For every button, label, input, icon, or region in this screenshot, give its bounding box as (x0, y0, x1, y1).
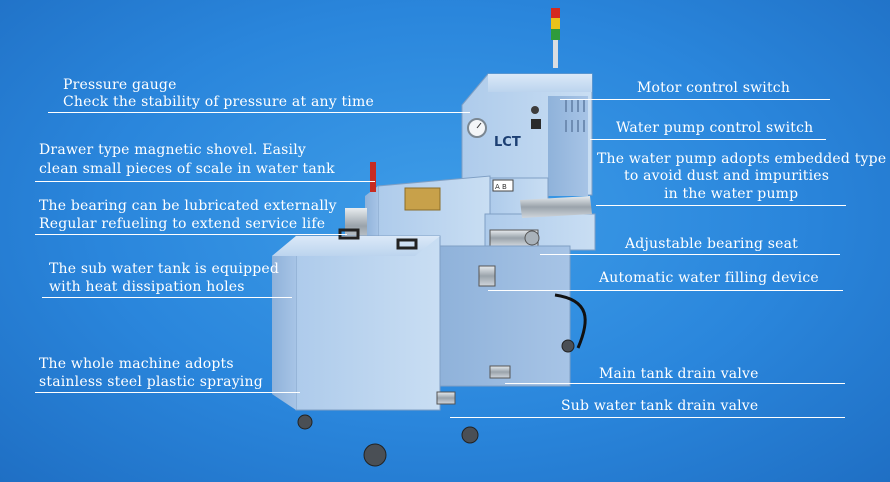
motor-switch-leader (560, 99, 830, 100)
pressure-gauge-text: Check the stability of pressure at any t… (63, 94, 374, 110)
magnetic-drawer-box (345, 162, 491, 258)
drawer-shovel-leader (35, 181, 375, 182)
signal-tower (551, 8, 560, 68)
water-filling-label: Automatic water filling device (599, 270, 819, 286)
control-cabinet: LCT (461, 73, 593, 196)
pump-embedded-line2: to avoid dust and impurities (624, 168, 830, 184)
whole-machine-line2: stainless steel plastic spraying (39, 374, 263, 390)
drawer-shovel-line2: clean small pieces of scale in water tan… (39, 161, 335, 177)
pump-embedded-line3: in the water pump (664, 186, 799, 202)
pump-embedded-line1: The water pump adopts embedded type (597, 151, 887, 167)
drain-valves (436, 265, 511, 405)
sub-tank-line2: with heat dissipation holes (49, 279, 245, 295)
bearing-line2: Regular refueling to extend service life (39, 216, 326, 232)
pump-switch-label: Water pump control switch (616, 120, 814, 136)
water-filling-leader (488, 290, 843, 291)
sub-drain-label: Sub water tank drain valve (561, 398, 759, 414)
pressure-gauge-title: Pressure gauge (63, 77, 177, 93)
pressure-gauge-leader (48, 112, 470, 113)
main-drain-label: Main tank drain valve (599, 366, 759, 382)
whole-machine-line1: The whole machine adopts (39, 356, 234, 372)
pump-switch-leader (590, 139, 826, 140)
bearing-line1: The bearing can be lubricated externally (39, 198, 337, 214)
bearing-seat-leader (540, 254, 840, 255)
brand-logo: LCT (494, 135, 521, 150)
sub-tank-line1: The sub water tank is equipped (49, 261, 280, 277)
bearing-assembly: A B (484, 177, 596, 251)
drawer-shovel-line1: Drawer type magnetic shovel. Easily (39, 142, 307, 158)
motor-switch-label: Motor control switch (637, 80, 791, 96)
casters (297, 339, 575, 467)
bearing-leader (35, 234, 347, 235)
sub-drain-leader (450, 417, 845, 418)
main-drain-leader (505, 383, 845, 384)
bearing-seat-label: Adjustable bearing seat (625, 236, 798, 252)
main-water-tank (272, 228, 587, 411)
whole-machine-leader (35, 392, 300, 393)
sub-tank-leader (42, 297, 292, 298)
pump-embedded-leader (596, 205, 846, 206)
bearing-plate: A B (495, 183, 507, 191)
